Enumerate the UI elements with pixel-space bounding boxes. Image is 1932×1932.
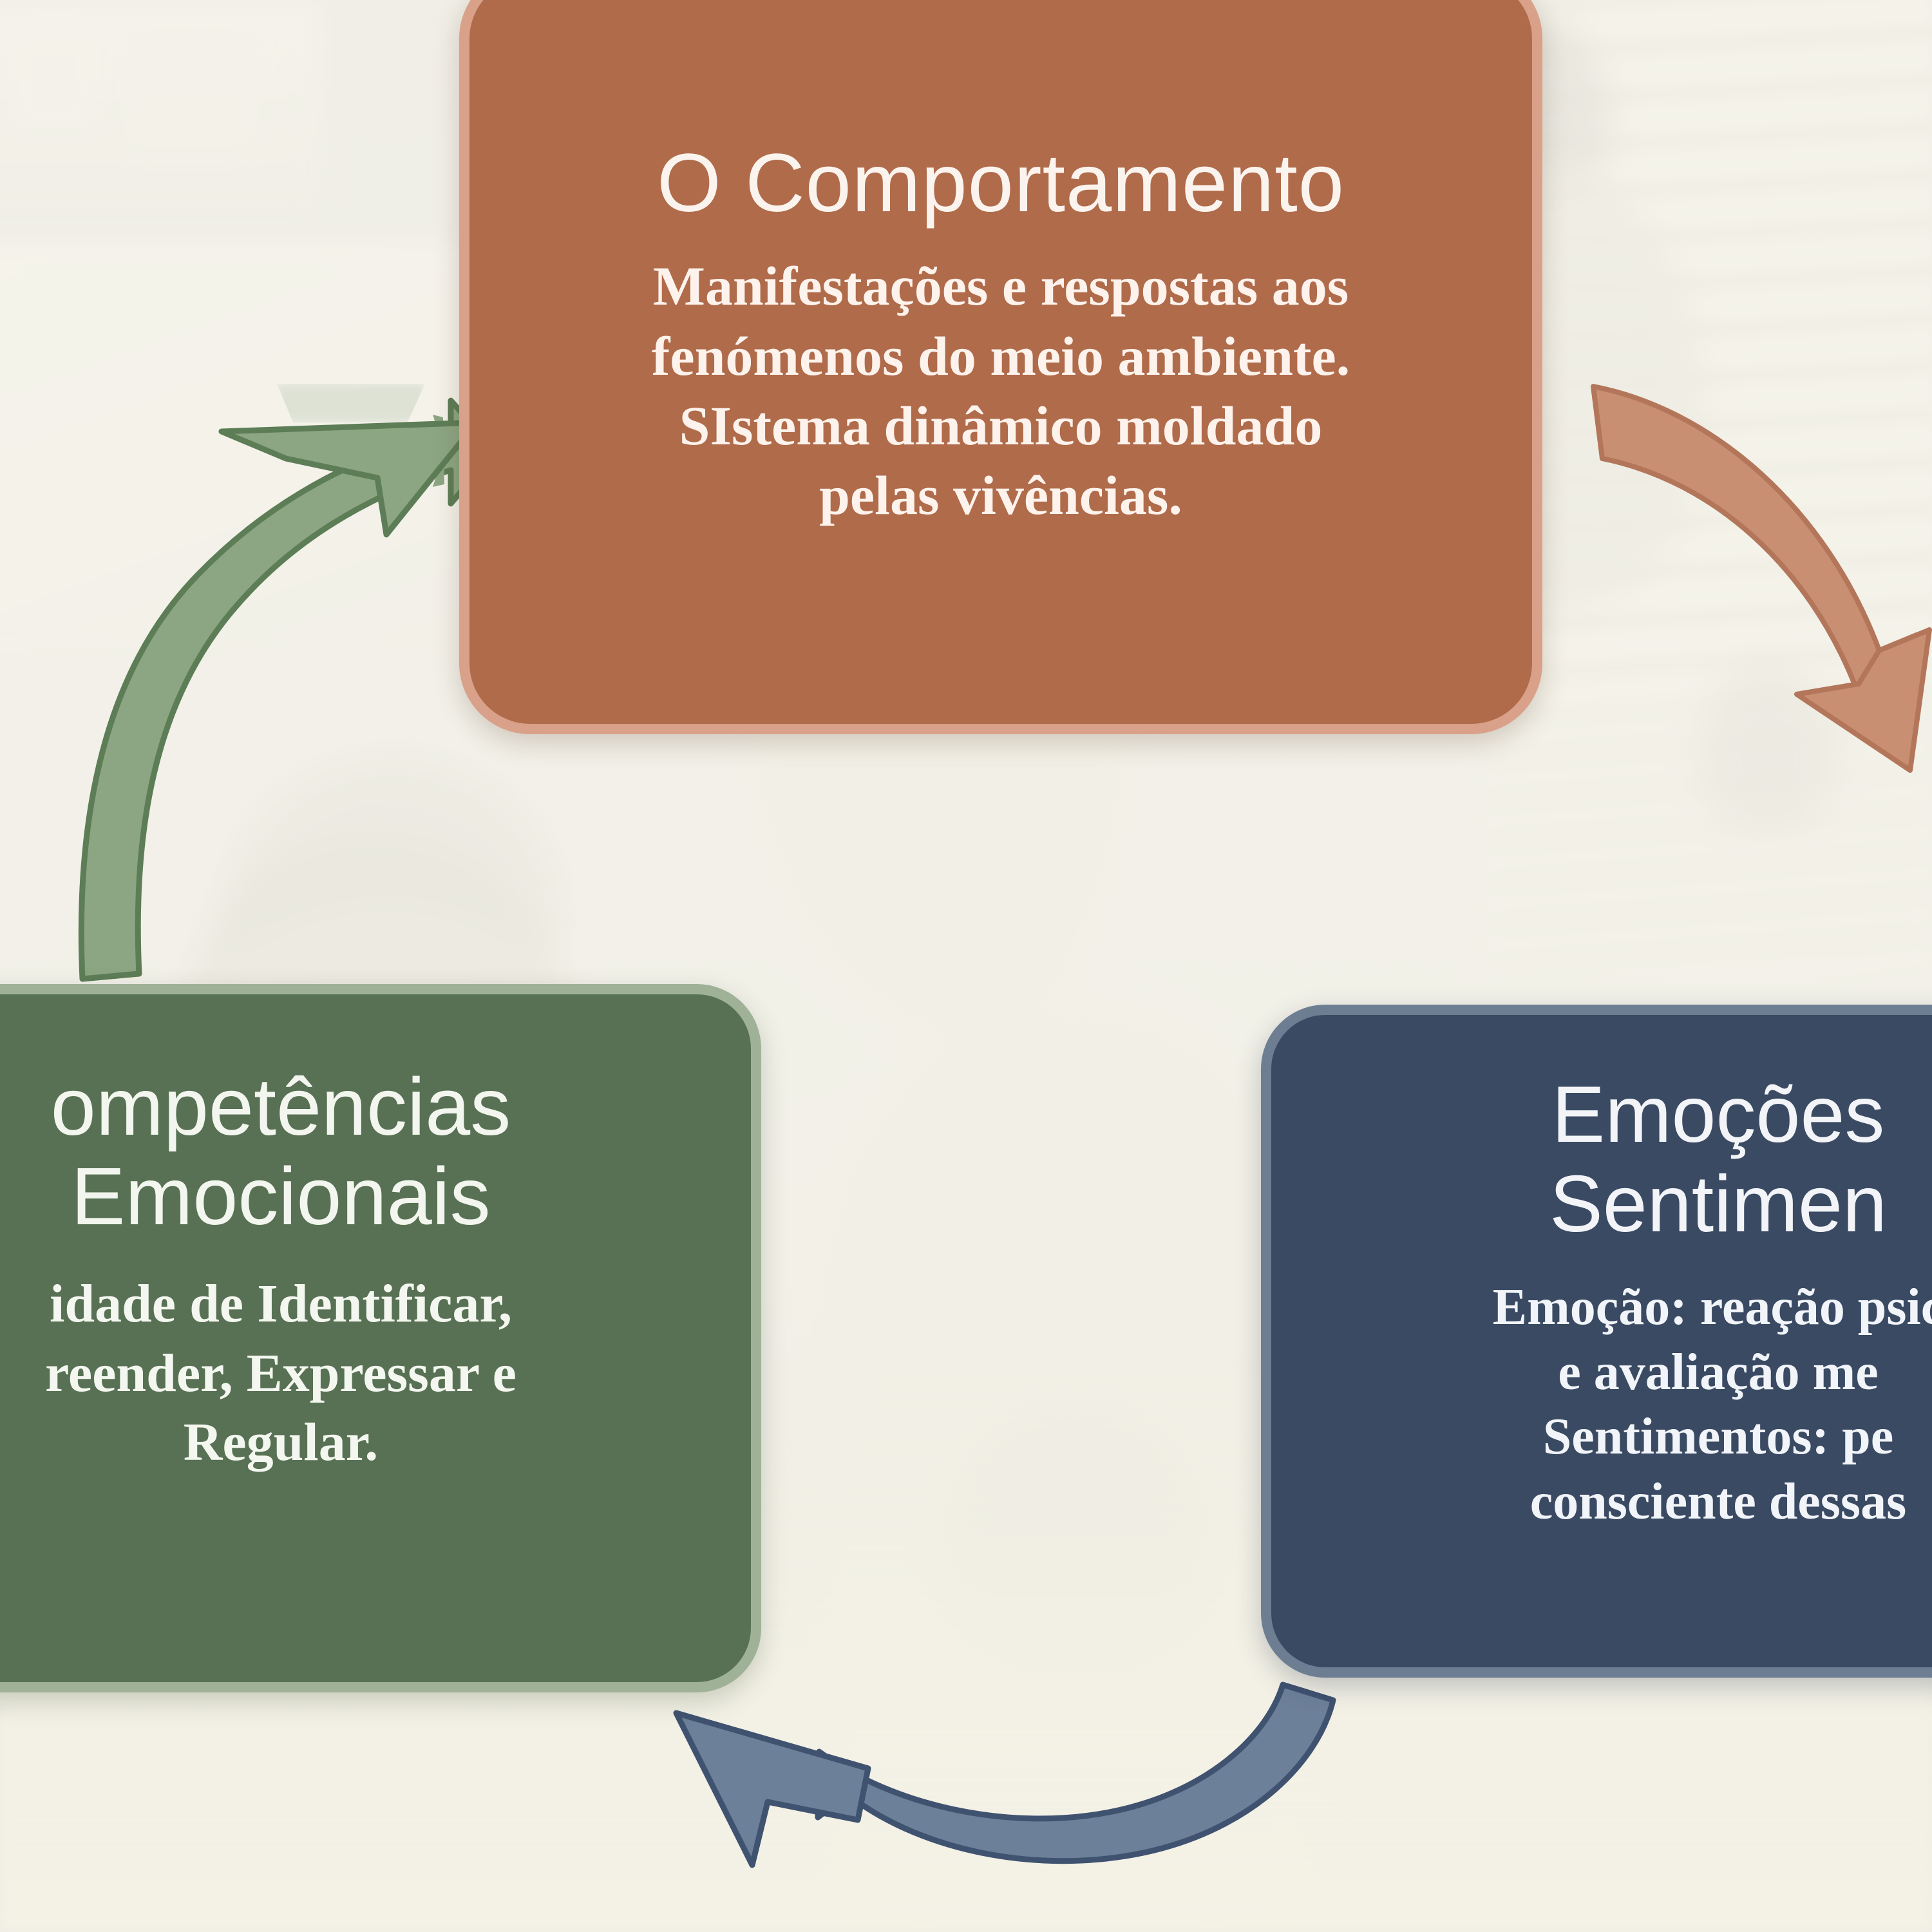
card-emotions-body-line-1: Emoção: reação psic xyxy=(1492,1278,1932,1336)
card-behaviour[interactable]: O Comportamento Manifestações e resposta… xyxy=(459,0,1542,734)
blue-arrow-icon xyxy=(673,1681,1336,1868)
card-competences-body-line-3: Regular. xyxy=(183,1412,379,1473)
card-competences-title-line-2: Emocionais xyxy=(71,1150,491,1242)
card-emotions-body-line-4: consciente dessas xyxy=(1530,1473,1907,1531)
card-competences-body-line-1: idade de Identificar, xyxy=(50,1274,512,1334)
card-behaviour-title: O Comportamento xyxy=(657,137,1345,229)
card-competences-title: ompetências Emocionais xyxy=(0,1061,706,1242)
card-emotions-body: Emoção: reação psic e avaliação me Senti… xyxy=(1316,1275,1932,1535)
card-competences[interactable]: ompetências Emocionais idade de Identifi… xyxy=(0,984,761,1692)
card-behaviour-body: Manifestações e respostas aos fenómenos … xyxy=(529,251,1473,530)
card-competences-title-line-1: ompetências xyxy=(50,1061,511,1152)
card-behaviour-body-line-1: Manifestações e respostas aos xyxy=(652,255,1349,317)
card-emotions[interactable]: Emoções Sentimen Emoção: reação psic e a… xyxy=(1261,1005,1932,1678)
card-competences-body: idade de Identificar, reender, Expressar… xyxy=(0,1269,706,1477)
card-behaviour-body-line-2: fenómenos do meio ambiente. xyxy=(651,325,1350,387)
card-competences-body-line-2: reender, Expressar e xyxy=(45,1343,516,1403)
card-emotions-body-line-3: Sentimentos: pe xyxy=(1542,1408,1894,1466)
card-behaviour-body-line-4: pelas vivências. xyxy=(819,464,1182,527)
card-emotions-title-line-2: Sentimen xyxy=(1549,1159,1887,1249)
card-emotions-body-line-2: e avaliação me xyxy=(1558,1343,1879,1401)
green-arrow-icon xyxy=(78,397,499,982)
card-behaviour-body-line-3: SIstema dinâmico moldado xyxy=(679,394,1323,457)
orange-arrow-icon xyxy=(1591,384,1932,773)
card-emotions-title-line-1: Emoções xyxy=(1551,1070,1885,1159)
card-emotions-title: Emoções Sentimen xyxy=(1316,1070,1932,1249)
